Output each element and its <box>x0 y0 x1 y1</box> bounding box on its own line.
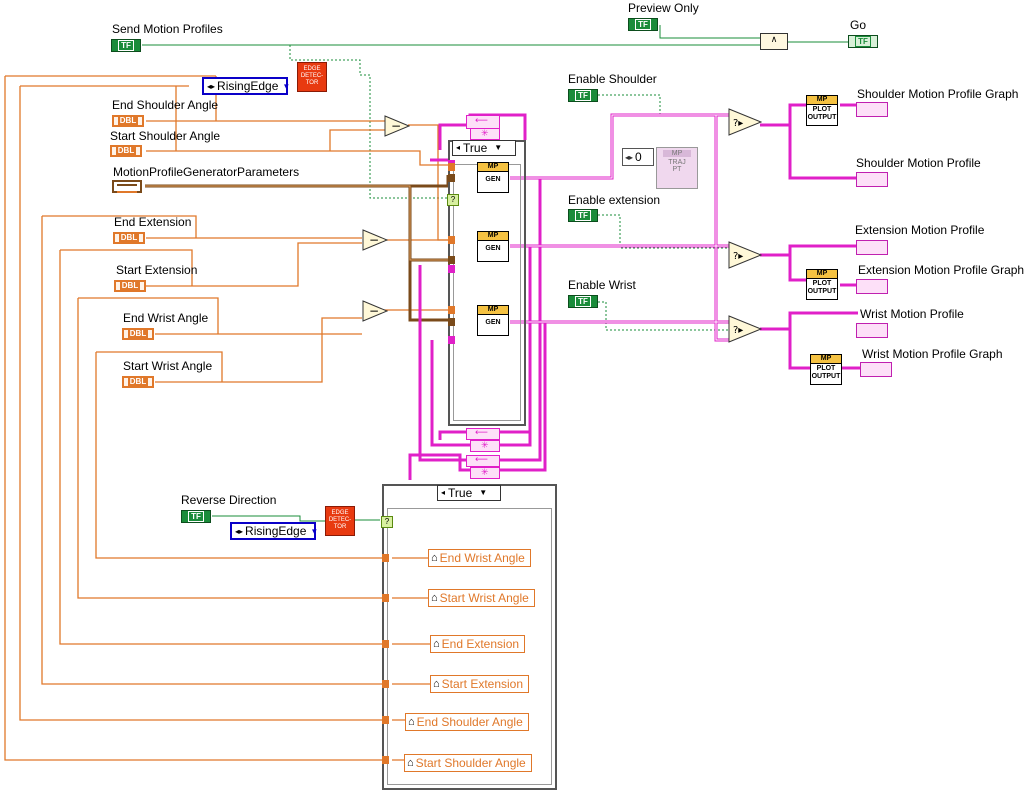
mp-generator-params-terminal[interactable] <box>112 180 142 193</box>
svg-text:?▸: ?▸ <box>733 325 743 336</box>
case-selector-lower[interactable]: ◂True▼ <box>437 485 501 501</box>
send-motion-profiles-label: Send Motion Profiles <box>112 22 223 36</box>
select-wrist[interactable]: ?▸ <box>728 315 762 343</box>
tunnel <box>448 336 455 344</box>
tunnel <box>382 594 389 602</box>
wrist-graph-label: Wrist Motion Profile Graph <box>862 347 1003 361</box>
start-wrist-angle-label: Start Wrist Angle <box>123 359 213 373</box>
subtract-shoulder[interactable]: − <box>384 115 410 137</box>
end-extension-label: End Extension <box>114 215 192 229</box>
edge-mode-ring-bottom[interactable]: ◂▸RisingEdge▼ <box>230 522 318 540</box>
case-selector-terminal-upper: ? <box>447 194 459 206</box>
array-constant-bottom[interactable]: ⟵ <box>466 454 500 467</box>
svg-text:−: − <box>369 304 379 318</box>
shoulder-graph-label: Shoulder Motion Profile Graph <box>857 87 1019 101</box>
tunnel <box>382 756 389 764</box>
local-variable-end-extension[interactable]: ⌂End Extension <box>430 635 526 653</box>
extension-profile-indicator[interactable] <box>856 240 888 255</box>
start-shoulder-angle-label: Start Shoulder Angle <box>110 129 221 143</box>
mp-generator-params-label: MotionProfileGeneratorParameters <box>113 165 300 179</box>
enable-wrist-terminal[interactable]: TF <box>568 295 598 308</box>
edge-mode-ring-top[interactable]: ◂▸RisingEdge▼ <box>202 77 290 95</box>
wrist-profile-indicator[interactable] <box>856 323 888 338</box>
shoulder-profile-label: Shoulder Motion Profile <box>856 156 981 170</box>
enable-shoulder-terminal[interactable]: TF <box>568 89 598 102</box>
go-label: Go <box>850 18 867 32</box>
start-extension-terminal[interactable]: DBL <box>114 280 146 292</box>
start-wrist-angle-terminal[interactable]: DBL <box>122 376 154 388</box>
shoulder-graph-indicator[interactable] <box>856 102 888 117</box>
numeric-constant[interactable]: ◂▸0 <box>622 148 654 166</box>
array-constant-bottom-inner[interactable]: ✳ <box>470 467 500 479</box>
end-wrist-angle-label: End Wrist Angle <box>123 311 209 325</box>
enable-wrist-label: Enable Wrist <box>568 278 636 292</box>
local-variable-end-shoulder-angle[interactable]: ⌂End Shoulder Angle <box>405 713 529 731</box>
case-selector-upper[interactable]: ◂True▼ <box>452 140 516 156</box>
end-wrist-angle-terminal[interactable]: DBL <box>122 328 154 340</box>
tunnel <box>448 163 455 171</box>
enable-extension-terminal[interactable]: TF <box>568 209 598 222</box>
enable-shoulder-label: Enable Shoulder <box>568 72 657 86</box>
tunnel <box>382 640 389 648</box>
reverse-direction-terminal[interactable]: TF <box>181 510 211 523</box>
array-constant-top[interactable]: ⟵ <box>466 115 500 129</box>
preview-only-label: Preview Only <box>628 1 699 15</box>
and-gate[interactable]: ∧ <box>760 33 788 50</box>
shoulder-profile-indicator[interactable] <box>856 172 888 187</box>
tunnel <box>448 256 455 264</box>
extension-graph-indicator[interactable] <box>856 279 888 294</box>
local-variable-start-extension[interactable]: ⌂Start Extension <box>430 675 530 693</box>
svg-text:?▸: ?▸ <box>733 118 743 129</box>
start-shoulder-angle-terminal[interactable]: DBL <box>110 145 142 157</box>
end-shoulder-angle-label: End Shoulder Angle <box>112 98 219 112</box>
case-selector-terminal-lower: ? <box>381 516 393 528</box>
subtract-extension[interactable]: − <box>362 229 388 251</box>
start-extension-label: Start Extension <box>116 263 198 277</box>
enable-extension-label: Enable extension <box>568 193 661 207</box>
tunnel <box>448 236 455 244</box>
preview-only-terminal[interactable]: TF <box>628 18 658 31</box>
tunnel <box>382 680 389 688</box>
tunnel <box>382 716 389 724</box>
extension-profile-label: Extension Motion Profile <box>855 223 985 237</box>
go-indicator[interactable]: TF <box>848 35 878 48</box>
subtract-wrist[interactable]: − <box>362 300 388 322</box>
tunnel <box>382 554 389 562</box>
send-motion-profiles-terminal[interactable]: TF <box>111 39 141 52</box>
tunnel <box>448 174 455 182</box>
array-constant-top-inner[interactable]: ✳ <box>470 128 500 140</box>
extension-graph-label: Extension Motion Profile Graph <box>858 263 1025 277</box>
reverse-direction-label: Reverse Direction <box>181 493 277 507</box>
end-extension-terminal[interactable]: DBL <box>113 232 145 244</box>
local-variable-start-shoulder-angle[interactable]: ⌂Start Shoulder Angle <box>404 754 532 772</box>
end-shoulder-angle-terminal[interactable]: DBL <box>112 115 144 127</box>
svg-text:?▸: ?▸ <box>733 251 743 262</box>
tunnel <box>448 265 455 273</box>
tunnel <box>448 318 455 326</box>
wrist-profile-label: Wrist Motion Profile <box>860 307 964 321</box>
select-extension[interactable]: ?▸ <box>728 241 762 269</box>
svg-text:−: − <box>391 119 401 133</box>
select-shoulder[interactable]: ?▸ <box>728 108 762 136</box>
array-constant-mid-inner[interactable]: ✳ <box>470 440 500 452</box>
array-constant-mid[interactable]: ⟵ <box>466 427 500 440</box>
tunnel <box>448 306 455 314</box>
svg-text:−: − <box>369 233 379 247</box>
wrist-graph-indicator[interactable] <box>860 362 892 377</box>
local-variable-end-wrist-angle[interactable]: ⌂End Wrist Angle <box>428 549 531 567</box>
local-variable-start-wrist-angle[interactable]: ⌂Start Wrist Angle <box>428 589 535 607</box>
